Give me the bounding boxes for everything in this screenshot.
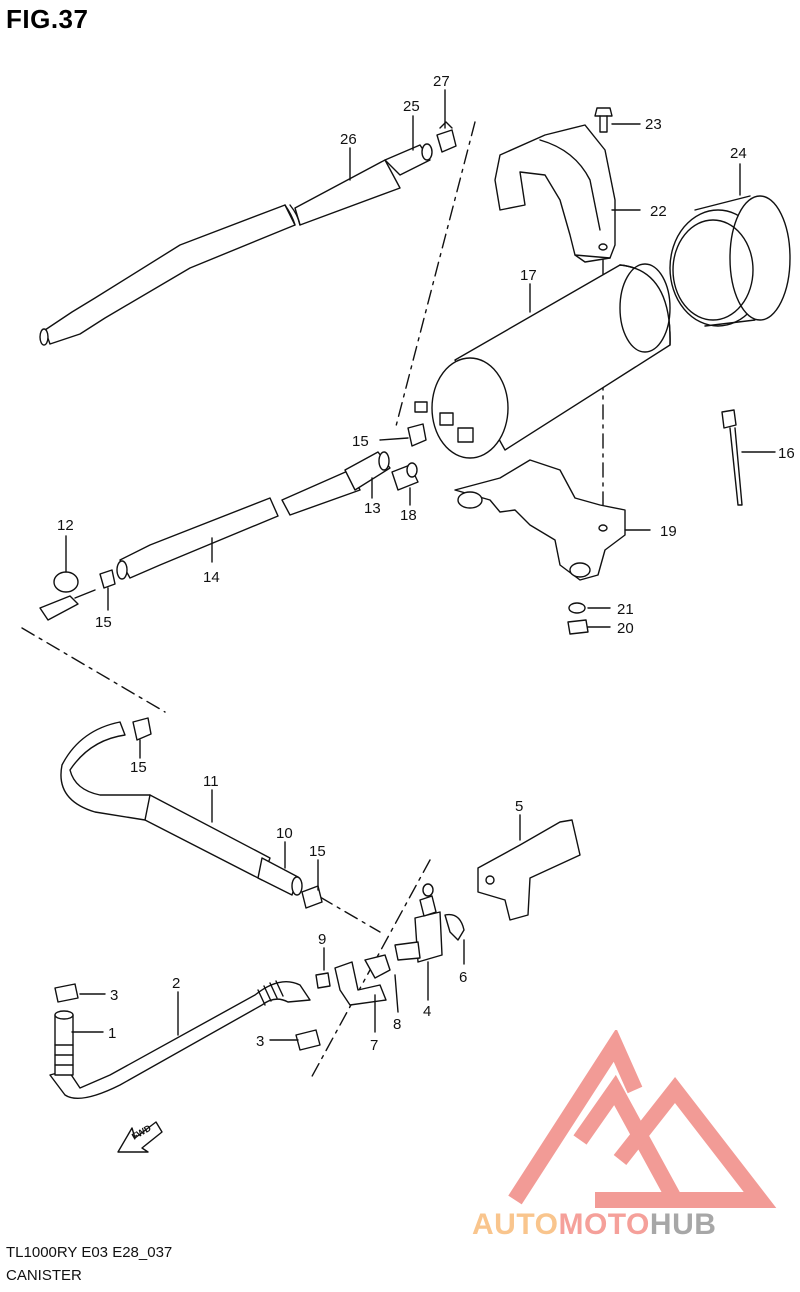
- callout-2: 2: [172, 975, 180, 992]
- watermark-hub: HUB: [649, 1208, 717, 1241]
- callout-15-b: 15: [95, 614, 112, 631]
- hose-13: [281, 451, 391, 516]
- callout-1: 1: [108, 1025, 116, 1042]
- hose-25: [384, 143, 433, 176]
- callout-7: 7: [370, 1037, 378, 1054]
- nut-20: [567, 619, 589, 635]
- watermark-logo: [508, 1030, 777, 1208]
- callout-25: 25: [403, 98, 420, 115]
- valve-4: [394, 883, 443, 963]
- bolt-23: [594, 107, 613, 133]
- cap-18: [391, 462, 419, 491]
- clamp-15-upper: [407, 423, 427, 447]
- bracket-19: [454, 459, 626, 581]
- callout-23: 23: [645, 116, 662, 133]
- fwd-arrow: [117, 1121, 163, 1153]
- clip-6: [444, 913, 465, 941]
- callout-17: 17: [520, 267, 537, 284]
- bracket-5: [477, 819, 581, 921]
- figure-title: FIG.37: [6, 4, 89, 34]
- callout-26: 26: [340, 131, 357, 148]
- clamp-15-mid: [99, 569, 116, 589]
- callout-14: 14: [203, 569, 220, 586]
- clamp-15-lower-a: [132, 717, 152, 741]
- watermark-text: AUTOMOTOHUB: [472, 1208, 716, 1242]
- bracket-8: [364, 954, 391, 979]
- callout-18: 18: [400, 507, 417, 524]
- canister-17: [414, 263, 671, 459]
- clamp-3-upper: [54, 983, 79, 1003]
- hose-1: [54, 1010, 74, 1076]
- section-name: CANISTER: [6, 1267, 82, 1284]
- callout-15-c: 15: [130, 759, 147, 776]
- hose-26: [39, 159, 401, 346]
- bracket-7: [334, 961, 387, 1006]
- clamp-27: [436, 121, 457, 153]
- callout-15-d: 15: [309, 843, 326, 860]
- model-code: TL1000RY E03 E28_037: [6, 1244, 173, 1261]
- callout-19: 19: [660, 523, 677, 540]
- callout-4: 4: [423, 1003, 431, 1020]
- watermark-auto: AUTO: [472, 1208, 559, 1241]
- callout-6: 6: [459, 969, 467, 986]
- callout-13: 13: [364, 500, 381, 517]
- hose-14: [116, 497, 279, 580]
- callout-8: 8: [393, 1016, 401, 1033]
- callout-16: 16: [778, 445, 795, 462]
- callout-5: 5: [515, 798, 523, 815]
- callout-15-a: 15: [352, 433, 369, 450]
- ring-24: [669, 195, 791, 327]
- callout-20: 20: [617, 620, 634, 637]
- hose-11: [60, 721, 271, 881]
- hose-2: [49, 980, 311, 1099]
- callout-12: 12: [57, 517, 74, 534]
- callout-3-upper: 3: [110, 987, 118, 1004]
- callout-9: 9: [318, 931, 326, 948]
- bolt-9: [315, 972, 331, 989]
- callout-3-lower: 3: [256, 1033, 264, 1050]
- callout-22: 22: [650, 203, 667, 220]
- watermark-moto: MOTO: [558, 1208, 650, 1241]
- callout-21: 21: [617, 601, 634, 618]
- bracket-22: [494, 124, 616, 263]
- clamp-3-lower: [295, 1029, 321, 1051]
- clamp-15-lower-b: [301, 885, 323, 909]
- callout-27: 27: [433, 73, 450, 90]
- washer-21: [568, 602, 586, 614]
- callout-24: 24: [730, 145, 747, 162]
- valve-12: [39, 571, 96, 621]
- callout-10: 10: [276, 825, 293, 842]
- callout-11: 11: [203, 773, 219, 790]
- hose-10: [257, 857, 303, 896]
- tie-16: [721, 409, 743, 506]
